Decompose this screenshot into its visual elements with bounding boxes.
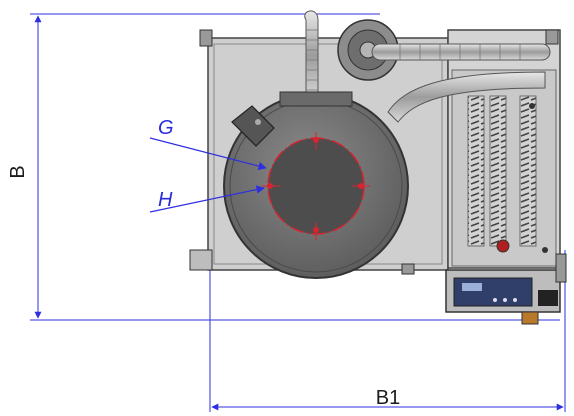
label-g: G <box>158 117 174 139</box>
drum <box>223 91 409 279</box>
vent-grille-3 <box>519 95 537 247</box>
leader-lines <box>149 137 267 213</box>
mount-hole-right <box>358 183 364 189</box>
mount-hole-bottom <box>313 227 319 233</box>
vent-grille-2 <box>489 95 507 247</box>
mounting-circle <box>267 137 365 235</box>
drum-latch <box>231 105 275 147</box>
mount-hole-top <box>313 137 319 143</box>
red-indicator-light <box>496 239 510 253</box>
leader-h <box>149 185 265 213</box>
mount-hole-left <box>267 183 273 189</box>
hoses <box>304 10 551 123</box>
label-h: H <box>158 189 173 211</box>
control-display <box>453 277 533 307</box>
vent-grille-1 <box>467 95 485 247</box>
leader-g <box>149 137 267 171</box>
dimension-b-label: B <box>7 165 29 178</box>
machine-housing <box>189 29 567 325</box>
dimension-b1-label: B1 <box>376 387 400 409</box>
